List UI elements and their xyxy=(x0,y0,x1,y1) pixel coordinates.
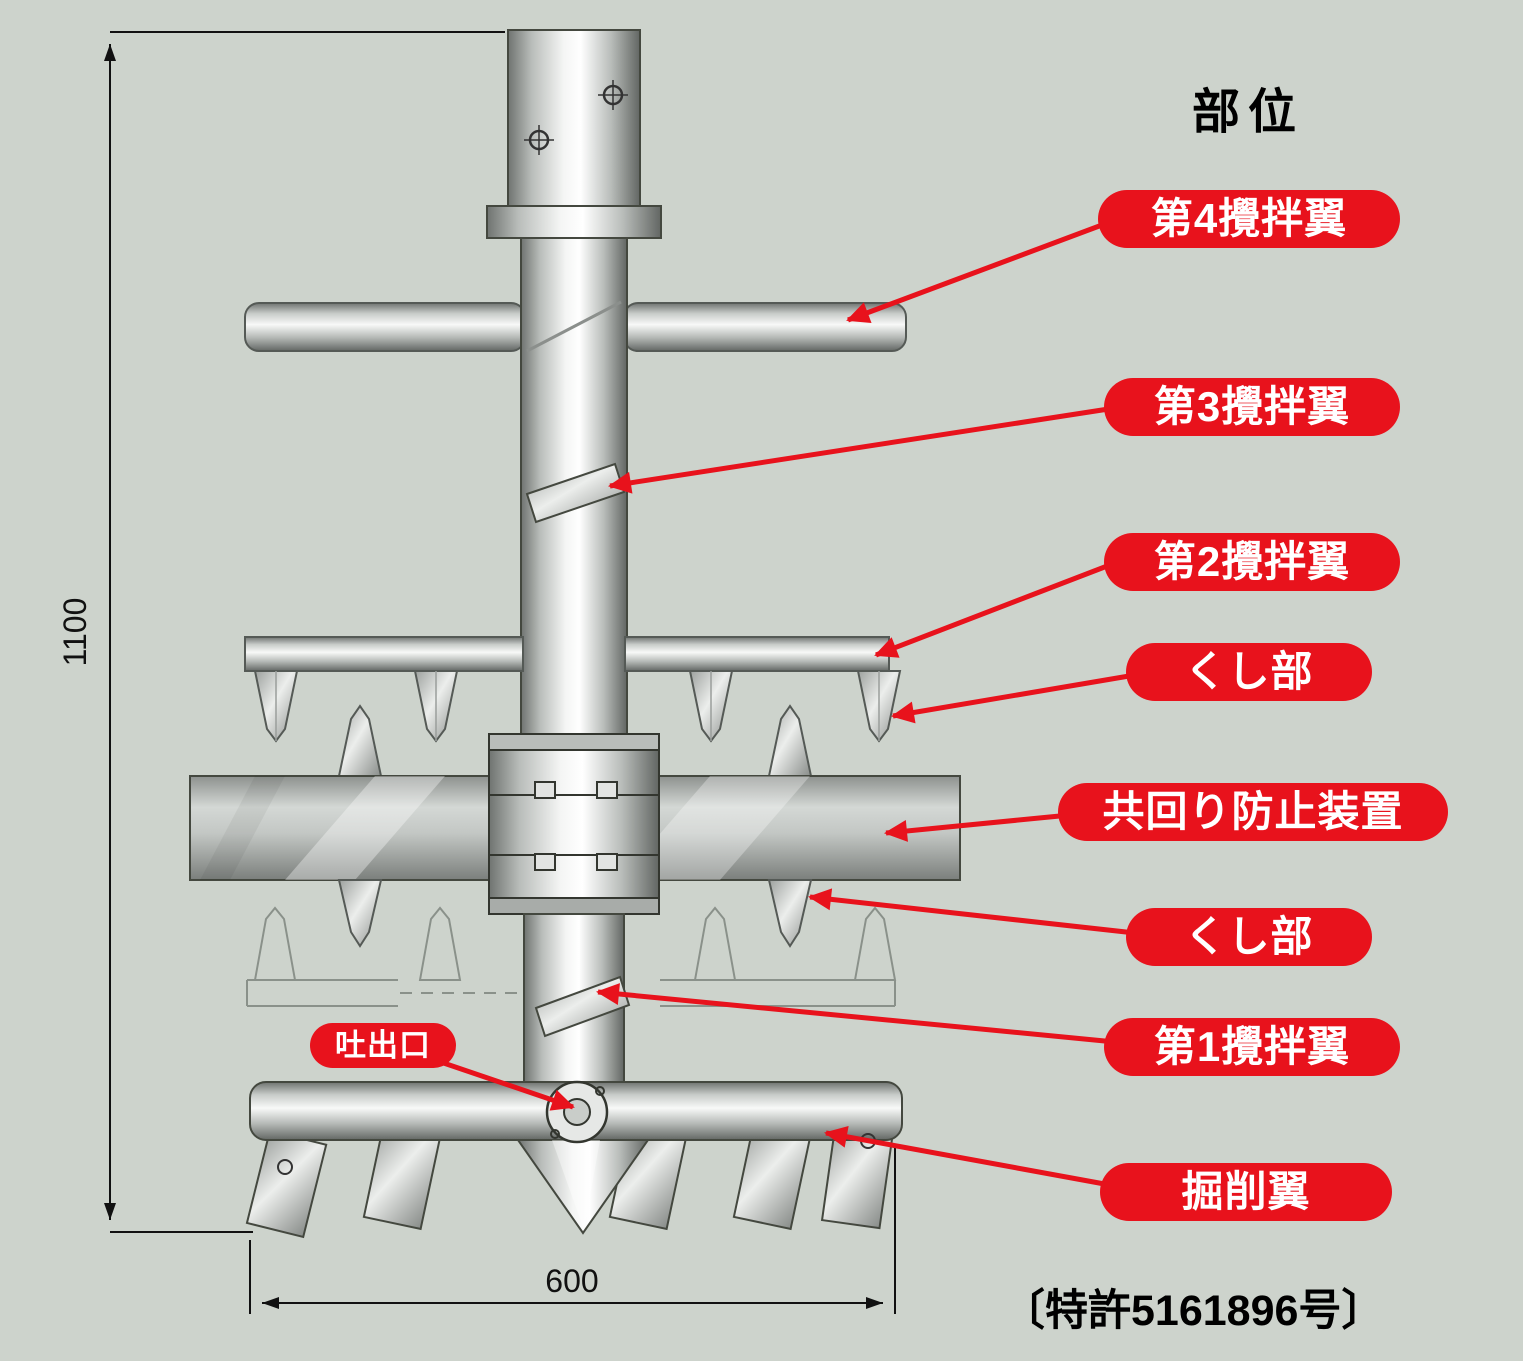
callout-corotation-label: 共回り防止装置 xyxy=(1102,788,1404,835)
callout-comb-lower-label: くし部 xyxy=(1184,913,1314,960)
arrow-comb-lower xyxy=(808,888,1136,936)
shaft-weld-line xyxy=(526,300,622,353)
callout-corotation: 共回り防止装置 xyxy=(1058,783,1448,841)
patent-number: 〔特許5161896号〕 xyxy=(1002,1287,1385,1335)
arrow-blade1 xyxy=(596,983,1116,1045)
ghost-outline xyxy=(246,906,897,1007)
callout-excavation: 掘削翼 xyxy=(1100,1163,1392,1221)
callout-blade1: 第1攪拌翼 xyxy=(1104,1018,1400,1076)
arrow-excavation xyxy=(824,1125,1111,1188)
shaft-top xyxy=(486,29,662,239)
dimension-width-label: 600 xyxy=(545,1263,598,1299)
dimension-lines xyxy=(104,31,896,1314)
callout-blade1-label: 第1攪拌翼 xyxy=(1153,1023,1351,1070)
arrow-comb-upper xyxy=(891,672,1136,724)
arrow-blade3 xyxy=(608,405,1116,494)
callout-blade3-label: 第3攪拌翼 xyxy=(1153,383,1351,430)
dimension-height-label: 1100 xyxy=(57,598,93,667)
arrow-blade2 xyxy=(874,560,1116,658)
discharge-port xyxy=(545,1080,609,1144)
leader-arrows xyxy=(419,219,1136,1188)
page-title: 部位 xyxy=(1192,86,1305,139)
arrow-blade4 xyxy=(846,219,1111,323)
callout-blade3: 第3攪拌翼 xyxy=(1104,378,1400,436)
callout-comb-lower: くし部 xyxy=(1126,908,1372,966)
callout-excavation-label: 掘削翼 xyxy=(1181,1168,1311,1215)
callout-blade2-label: 第2攪拌翼 xyxy=(1153,538,1351,585)
callout-comb-upper: くし部 xyxy=(1126,643,1372,701)
callout-blade2: 第2攪拌翼 xyxy=(1104,533,1400,591)
callout-blade4-label: 第4攪拌翼 xyxy=(1150,195,1348,242)
comb-teeth-down xyxy=(337,879,813,948)
blade4-arms xyxy=(244,302,907,352)
callout-discharge: 吐出口 xyxy=(310,1023,456,1068)
bolt-hole-marks xyxy=(524,80,628,155)
blade2-assembly xyxy=(244,636,902,743)
callout-comb-upper-label: くし部 xyxy=(1184,648,1314,695)
arrow-corotation xyxy=(884,812,1071,842)
callout-discharge-label: 吐出口 xyxy=(335,1028,431,1063)
callout-blade4: 第4攪拌翼 xyxy=(1098,190,1400,248)
clamp-block xyxy=(488,733,660,915)
